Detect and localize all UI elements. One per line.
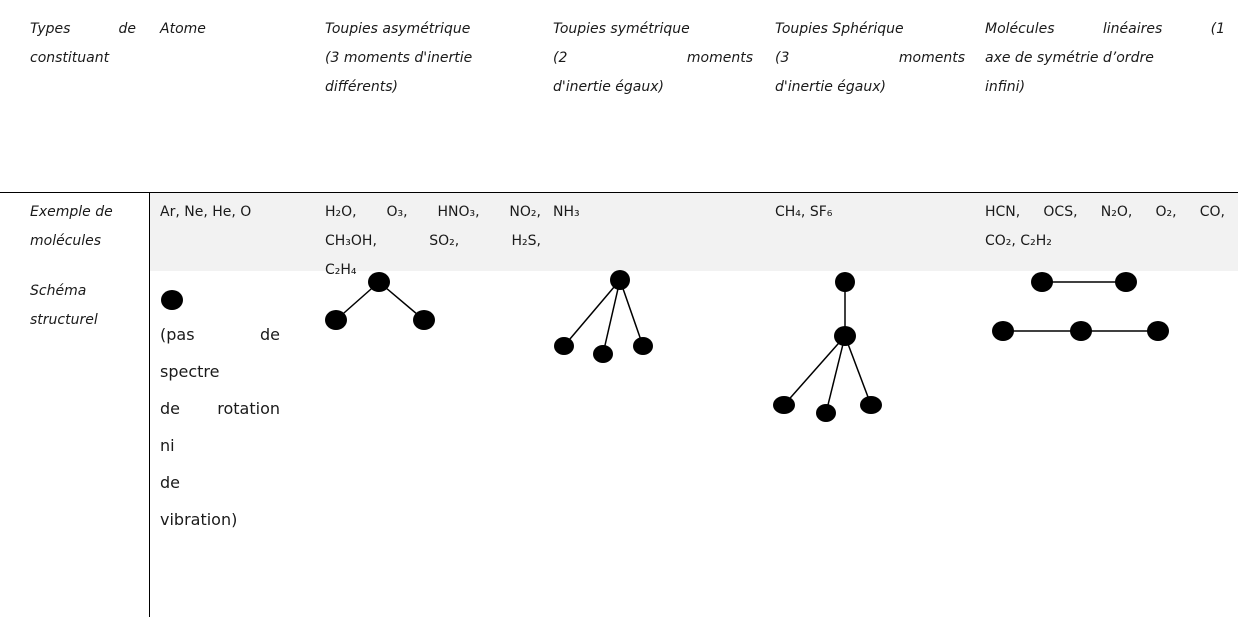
label-column-rule (149, 193, 150, 617)
atom-dot (835, 272, 855, 292)
symmetric-top-diagram (554, 270, 653, 363)
linear-molecules-diagram (992, 272, 1169, 341)
header-rule (0, 192, 1238, 193)
atom-dot (368, 272, 390, 292)
header-asymmetric-top: Toupies asymétrique (3 moments d'inertie… (325, 21, 473, 95)
examples-row-background (150, 193, 1238, 271)
atom-dot (773, 396, 795, 414)
spherical-top-diagram (773, 272, 882, 422)
atom-dot (1031, 272, 1053, 292)
atom-diagram (161, 290, 183, 310)
atom-dot (633, 337, 653, 355)
atom-dot (1147, 321, 1169, 341)
header-spherical-top: Toupies Sphérique (3 moments d'inertie é… (775, 21, 965, 95)
examples-asymmetric: H₂O, O₃, HNO₃, NO₂, CH₃OH, SO₂, H₂S, C₂H… (325, 204, 541, 278)
examples-symmetric: NH₃ (553, 204, 580, 220)
header-atome: Atome (160, 21, 206, 37)
asymmetric-top-diagram (325, 272, 435, 330)
atom-dot (413, 310, 435, 330)
examples-spherical: CH₄, SF₆ (775, 204, 833, 220)
label-schema: Schéma structurel (30, 283, 98, 328)
atom-dot (860, 396, 882, 414)
label-examples: Exemple de molécules (30, 204, 113, 249)
examples-atome: Ar, Ne, He, O (160, 204, 252, 220)
atom-dot (1070, 321, 1092, 341)
atom-dot (834, 326, 856, 346)
atome-note: (pas de spectre de rotation ni de vibrat… (160, 325, 280, 529)
atom-dot (992, 321, 1014, 341)
atom-dot (610, 270, 630, 290)
atom-dot (593, 345, 613, 363)
atom-dot (325, 310, 347, 330)
header-types: Types de constituant (30, 21, 136, 66)
atom-dot (161, 290, 183, 310)
header-linear: Molécules linéaires (1 axe de symétrie d… (985, 21, 1225, 95)
atom-dot (1115, 272, 1137, 292)
examples-linear: HCN, OCS, N₂O, O₂, CO, CO₂, C₂H₂ (985, 204, 1225, 249)
atom-dot (554, 337, 574, 355)
atom-dot (816, 404, 836, 422)
header-symmetric-top: Toupies symétrique (2 moments d'inertie … (553, 21, 753, 95)
